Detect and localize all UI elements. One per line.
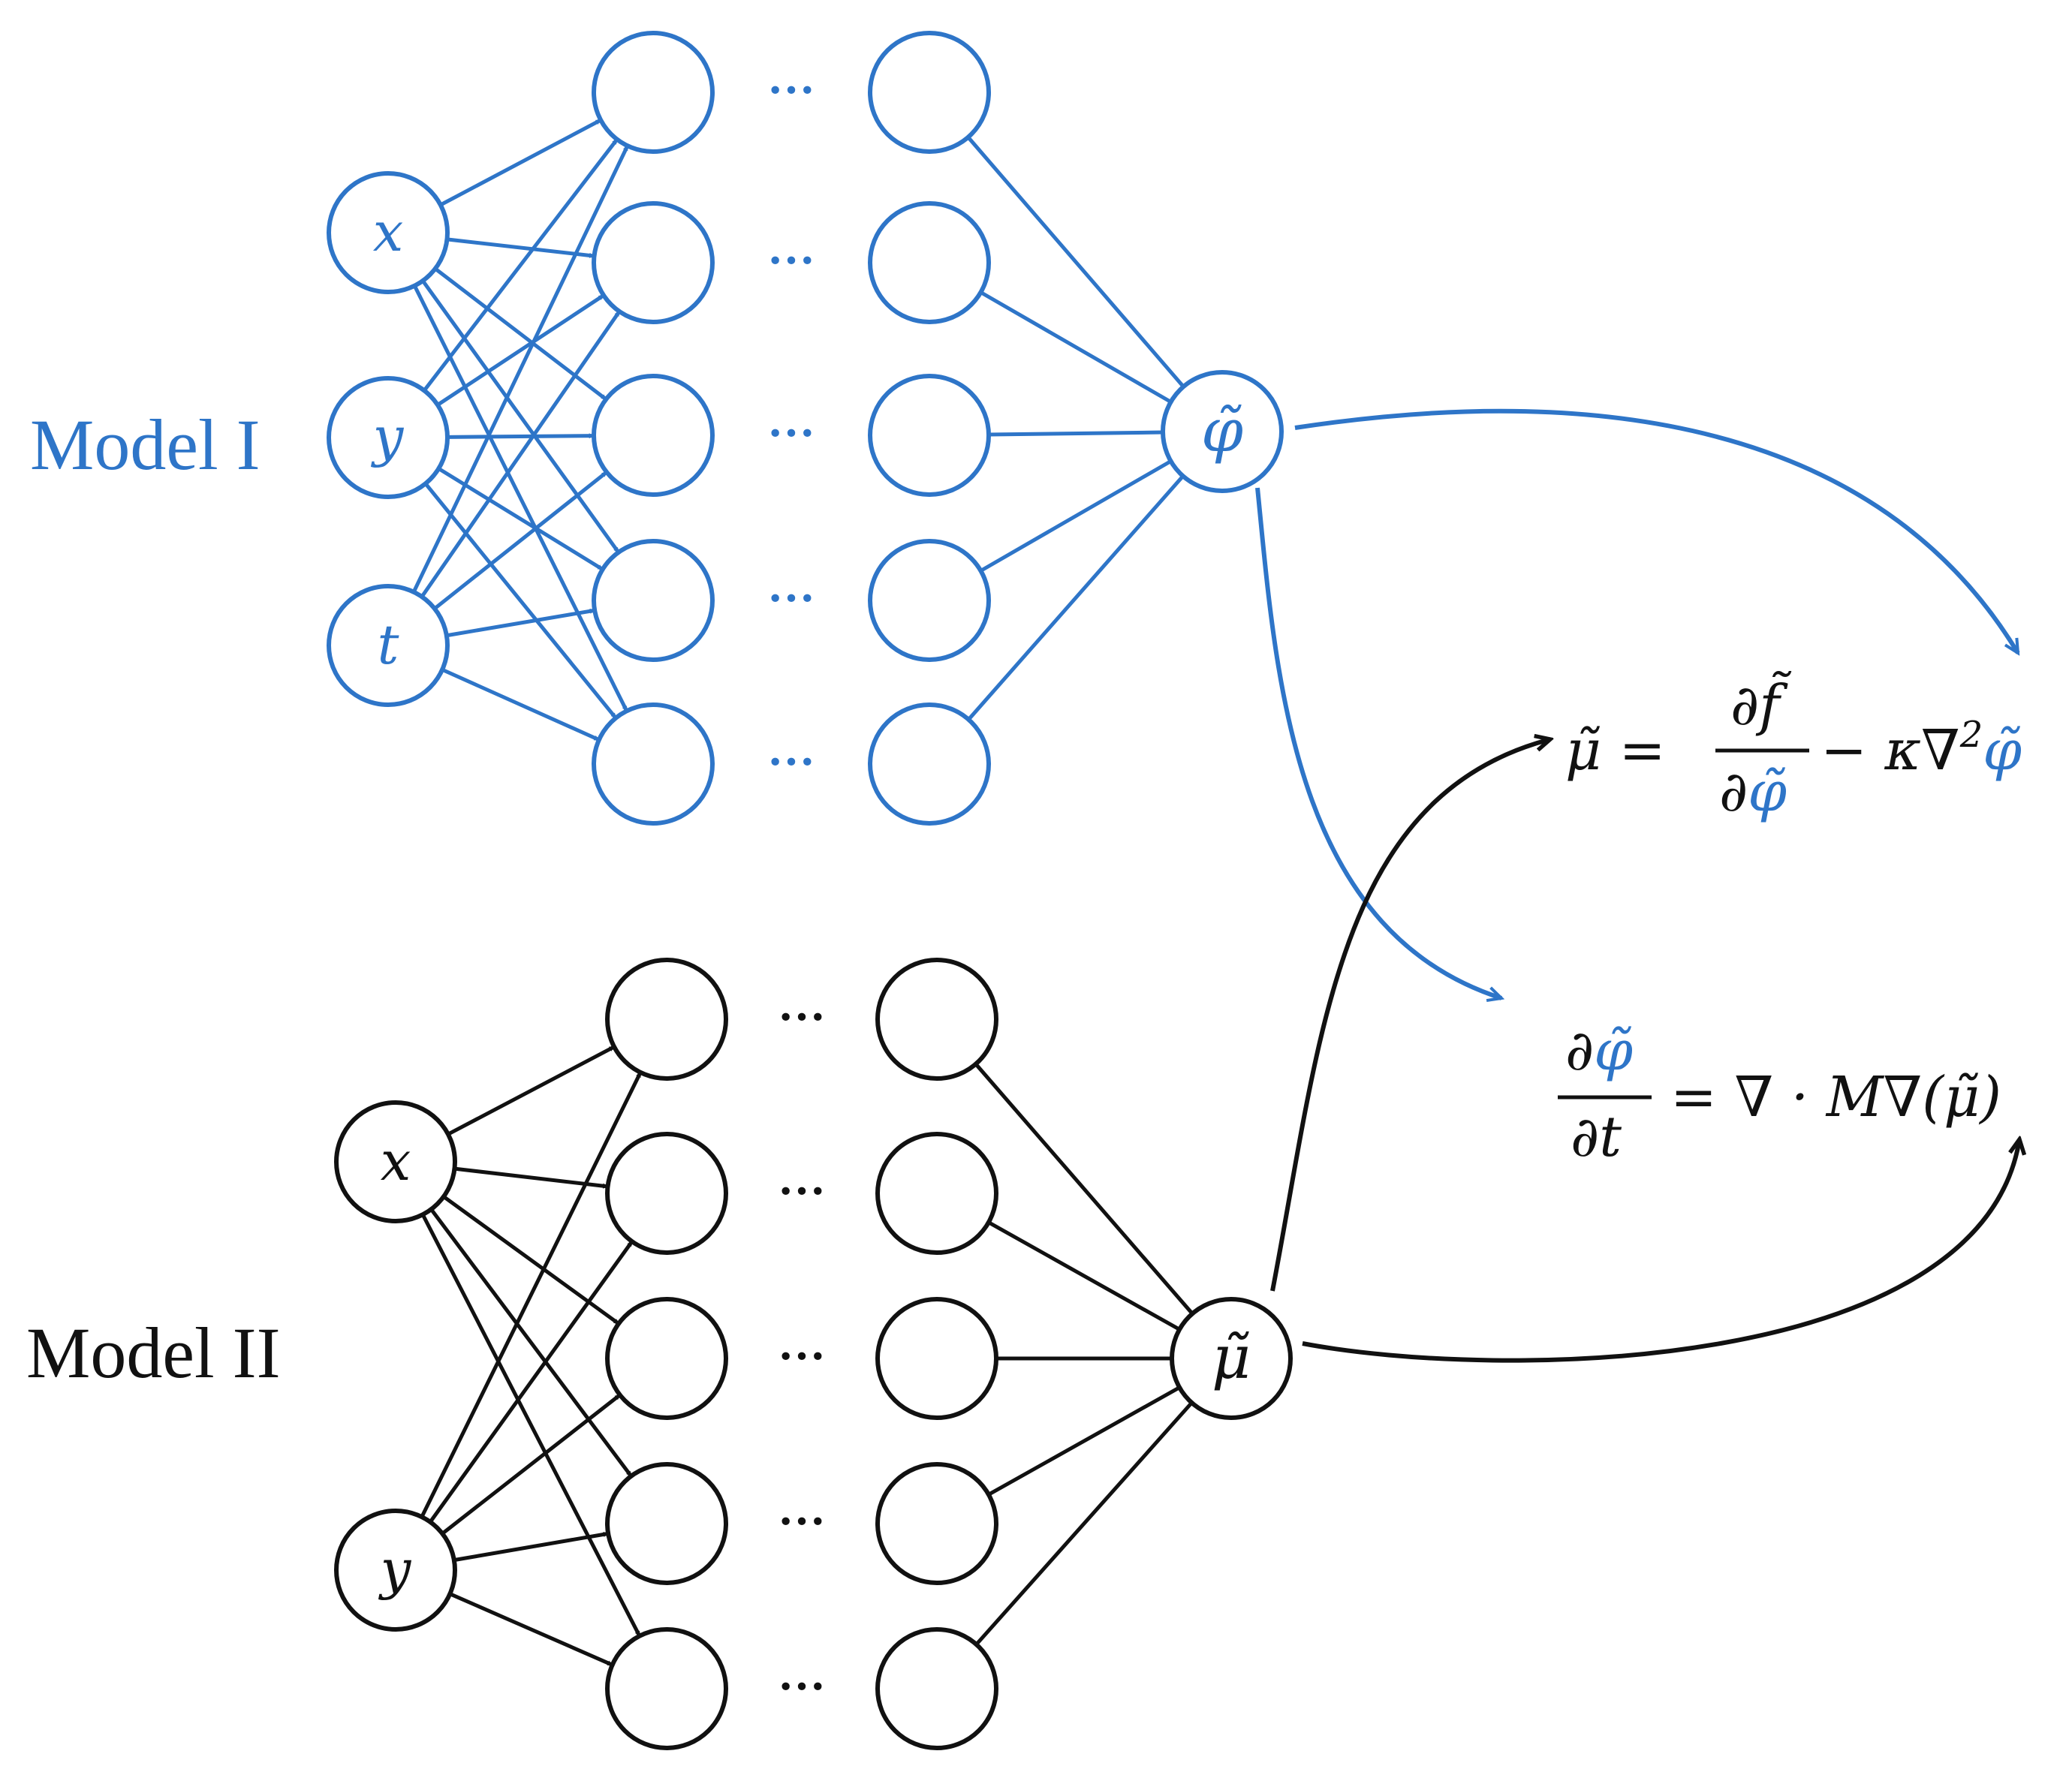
model-2-input-edge (429, 1240, 634, 1524)
model-1-input-node (327, 171, 450, 294)
model-2-hidden-node-layer1 (605, 1297, 728, 1420)
model-2-input-edge (420, 1071, 643, 1518)
eq1-lhs: μ̃ = (1565, 718, 1666, 783)
model-1-input-edge (423, 482, 618, 720)
model-2-hidden-node-layer2 (875, 1462, 998, 1585)
model-1-hidden-node-layer1 (592, 201, 715, 324)
model-1-input-label: x (373, 200, 404, 263)
eq1-numerator: ∂f̃ (1730, 671, 1792, 738)
model-1-output-edge (966, 136, 1185, 388)
model-2-input-node (334, 1100, 457, 1223)
model-2-label: Model II (26, 1313, 281, 1393)
model-1-input-label: y (371, 405, 405, 468)
model-2-network: x y ··· ··· ··· ··· ··· μ̃ Model II (26, 958, 1293, 1750)
model-2-input-label: x (381, 1130, 411, 1193)
model-2-hidden-ellipsis: ··· (778, 990, 826, 1043)
model-2-hidden-node-layer1 (605, 958, 728, 1081)
model-1-hidden-ellipsis: ··· (767, 571, 815, 624)
model-2-hidden-ellipsis: ··· (778, 1164, 826, 1217)
model-2-output-edge (987, 1220, 1181, 1331)
model-1-output-edge (988, 430, 1164, 437)
model-2-input-edge (453, 1531, 609, 1563)
model-2-input-node (334, 1509, 457, 1632)
model-2-hidden-ellipsis: ··· (778, 1659, 826, 1713)
model-1-input-node (327, 376, 450, 499)
mu-to-flux-arrow (1302, 1139, 2019, 1363)
cahn-hilliard-equation: ∂φ̃ ∂t = ∇ · M∇(μ̃) (1558, 1018, 2001, 1169)
model-1-hidden-node-layer2 (868, 201, 991, 324)
derivative-connections (1255, 408, 2020, 1363)
model-2-input-edge (429, 1208, 633, 1478)
model-2-hidden-ellipsis: ··· (778, 1329, 826, 1382)
model-1-hidden-node-layer2 (868, 539, 991, 662)
model-2-output-label: μ̃ (1212, 1322, 1251, 1392)
model-1-input-edge (447, 237, 595, 258)
model-2-hidden-ellipsis: ··· (778, 1494, 826, 1548)
model-1-hidden-ellipsis: ··· (767, 406, 815, 459)
model-1-input-edge (411, 145, 630, 593)
model-2-output-edge (987, 1385, 1181, 1497)
model-1-input-edge (433, 471, 608, 610)
mu-to-chem-potential-arrow (1270, 739, 1550, 1292)
model-2-output-edge (974, 1063, 1194, 1315)
model-1-input-edge (423, 138, 619, 392)
phi-to-chem-potential-arrow (1294, 408, 2020, 653)
model-2-hidden-node-layer2 (875, 1627, 998, 1750)
model-2-hidden-node-layer2 (875, 958, 998, 1081)
model-1-hidden-node-layer1 (592, 31, 715, 154)
eq2-numerator: ∂φ̃ (1565, 1018, 1633, 1083)
model-1-input-edge (439, 118, 602, 207)
model-2-input-edge (441, 1393, 622, 1536)
model-1-nodes: x y t ··· ··· ··· ··· ··· φ̃ (327, 31, 1284, 826)
model-2-hidden-node-layer2 (875, 1132, 998, 1255)
model-1-hidden-ellipsis: ··· (767, 63, 815, 116)
model-2-input-edge (420, 1214, 642, 1637)
model-2-input-label: y (378, 1538, 412, 1601)
model-1-input-edge (447, 433, 595, 439)
model-1-output-edge (980, 290, 1172, 404)
phi-to-time-derivative-arrow (1255, 487, 1501, 998)
model-1-network: x y t ··· ··· ··· ··· ··· φ̃ Model I (30, 31, 1284, 826)
model-2-input-edge (454, 1166, 609, 1189)
model-1-input-edge (434, 267, 607, 401)
model-2-nodes: x y ··· ··· ··· ··· ··· μ̃ (334, 958, 1293, 1750)
model-1-hidden-node-layer2 (868, 31, 991, 154)
model-1-input-edge (441, 667, 600, 742)
eq1-laplacian-term: − κ∇2φ̃ (1821, 714, 2022, 783)
model-2-hidden-node-layer1 (605, 1132, 728, 1255)
model-1-hidden-node-layer2 (868, 374, 991, 497)
model-1-output-label: φ̃ (1201, 396, 1243, 465)
model-1-input-edge (420, 310, 622, 598)
model-2-hidden-node-layer1 (605, 1627, 728, 1750)
chemical-potential-equation: μ̃ = ∂f̃ ∂φ̃ − κ∇2φ̃ (1565, 671, 2022, 824)
model-1-hidden-node-layer2 (868, 702, 991, 826)
eq1-denominator: ∂φ̃ (1719, 760, 1787, 824)
model-1-hidden-node-layer1 (592, 374, 715, 497)
model-1-input-edge (437, 467, 604, 571)
model-2-hidden-node-layer1 (605, 1462, 728, 1585)
model-1-input-edge (436, 293, 605, 407)
model-1-input-node (327, 584, 450, 707)
model-1-output-edge (967, 474, 1185, 721)
model-2-input-edge (447, 1045, 616, 1136)
model-1-label: Model I (30, 405, 261, 485)
model-2-output-node (1170, 1297, 1293, 1420)
model-2-edges (420, 1045, 1194, 1667)
model-1-output-node (1161, 370, 1284, 493)
model-1-hidden-ellipsis: ··· (767, 233, 815, 287)
model-1-hidden-node-layer1 (592, 539, 715, 662)
eq2-denominator: ∂t (1571, 1105, 1622, 1169)
model-1-hidden-node-layer1 (592, 702, 715, 826)
model-2-hidden-node-layer2 (875, 1297, 998, 1420)
model-1-input-edge (446, 608, 595, 638)
model-1-hidden-ellipsis: ··· (767, 735, 815, 788)
model-2-output-edge (974, 1401, 1194, 1646)
model-2-input-edge (449, 1592, 613, 1667)
model-1-edges (411, 118, 1185, 742)
model-1-output-edge (980, 459, 1172, 573)
model-1-input-label: t (378, 613, 400, 676)
eq2-rhs: = ∇ · M∇(μ̃) (1670, 1065, 2001, 1130)
model-1-input-edge (421, 279, 620, 554)
